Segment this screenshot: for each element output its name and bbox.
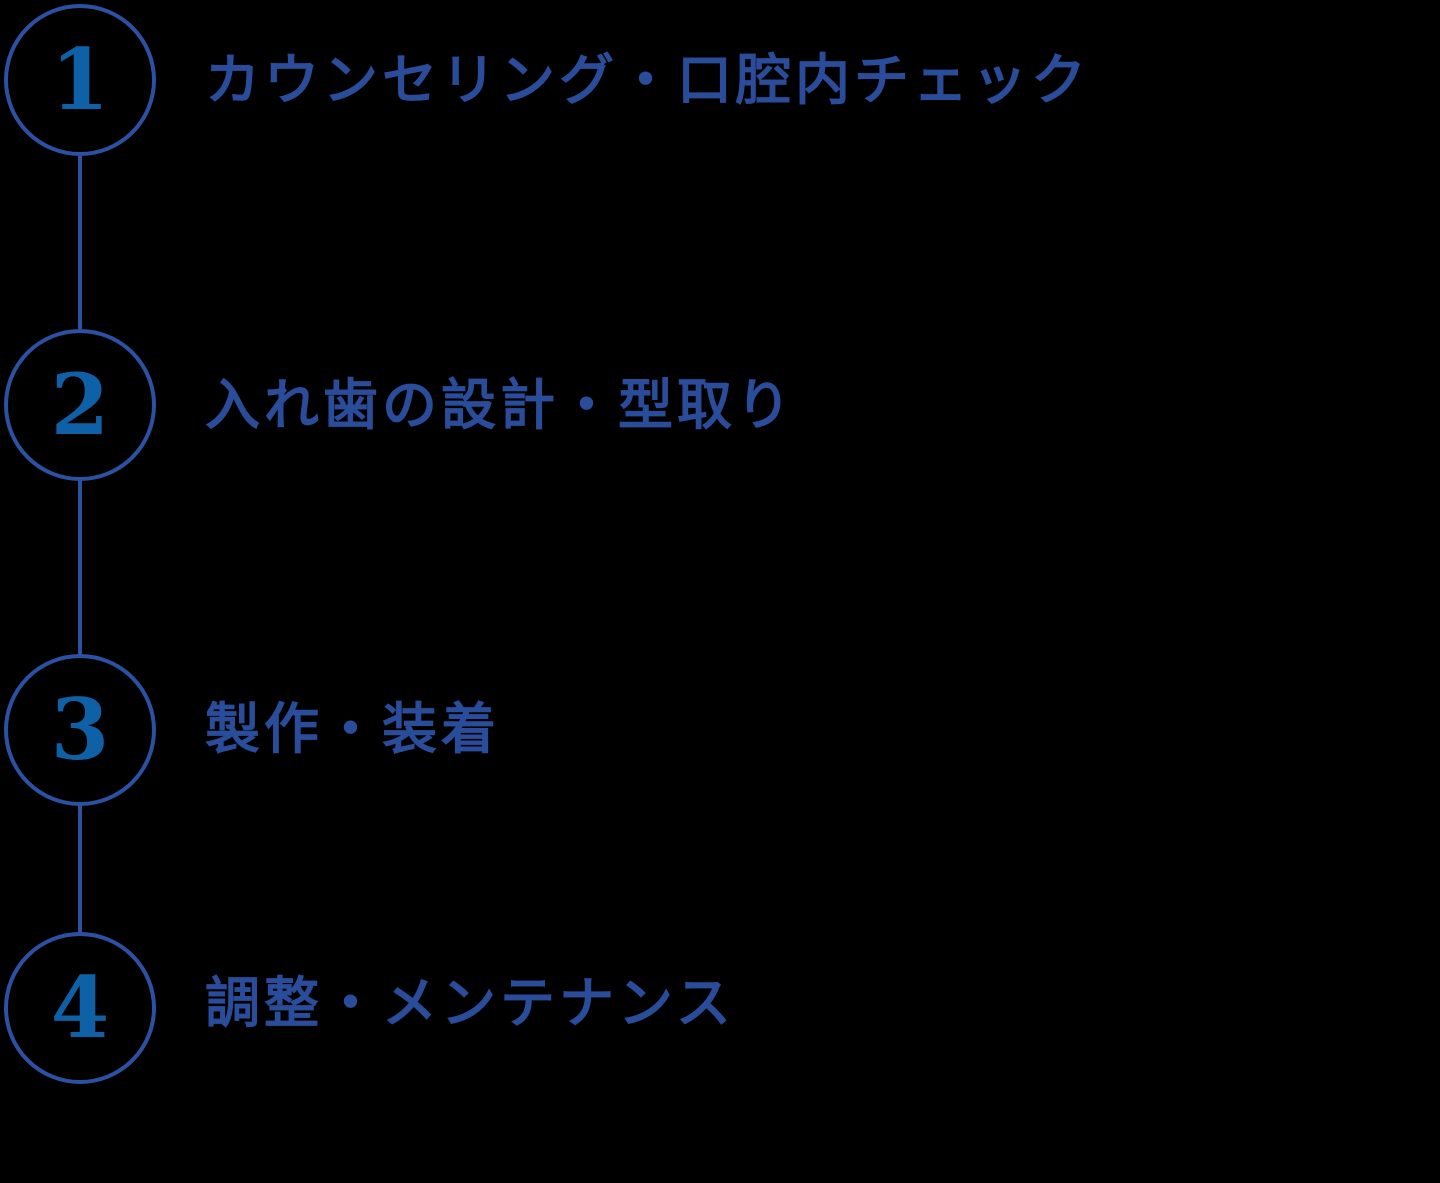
step-1-number: 1: [50, 30, 110, 129]
step-2-number: 2: [50, 355, 110, 454]
step-3-circle: 3: [4, 654, 156, 806]
step-4-label: 調整・メンテナンス: [205, 970, 735, 1035]
connector-line-3-4: [78, 804, 82, 935]
step-4-number: 4: [50, 958, 110, 1057]
step-2-label: 入れ歯の設計・型取り: [205, 372, 796, 437]
step-3-number: 3: [50, 680, 110, 779]
connector-line-2-3: [78, 479, 82, 657]
step-4-circle: 4: [4, 932, 156, 1084]
step-1-label: カウンセリング・口腔内チェック: [205, 47, 1091, 112]
connector-line-1-2: [78, 154, 82, 332]
step-1-circle: 1: [4, 4, 156, 156]
step-3-label: 製作・装着: [205, 696, 501, 761]
step-2-circle: 2: [4, 329, 156, 481]
